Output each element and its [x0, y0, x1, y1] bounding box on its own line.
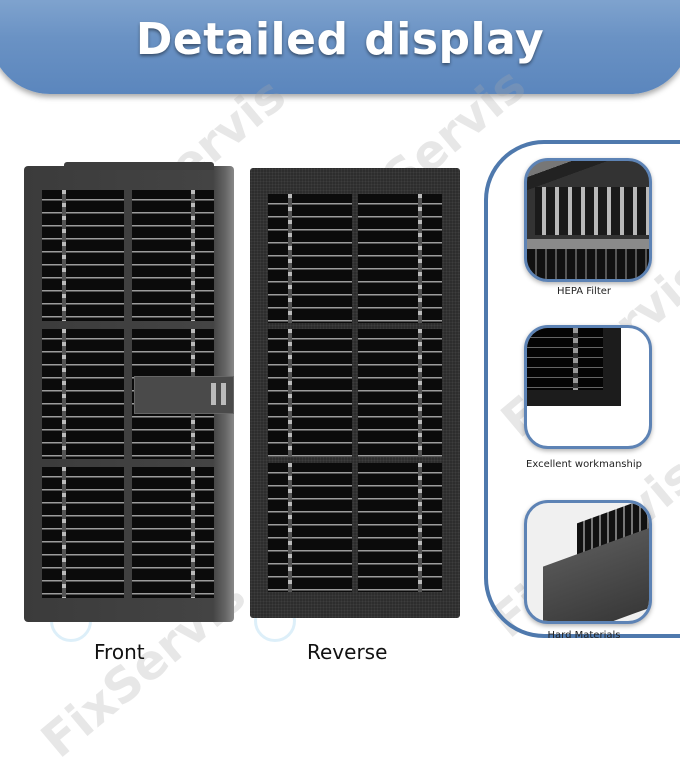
detail-label-workmanship: Excellent workmanship: [526, 459, 642, 470]
filter-cell: [268, 328, 352, 458]
filter-cell: [132, 467, 214, 598]
mesh-detail: [527, 328, 603, 390]
caption-front: Front: [94, 640, 145, 664]
filter-cell: [358, 328, 442, 458]
filter-cell: [358, 194, 442, 323]
filter-cell: [268, 463, 352, 592]
filter-latch: [134, 376, 234, 414]
filter-top-tab: [64, 162, 214, 170]
header-banner: [0, 0, 680, 94]
filter-front-image: [24, 162, 234, 622]
detail-label-hepa: HEPA Filter: [556, 286, 611, 297]
filter-mesh-grid: [268, 194, 442, 592]
filter-cell: [42, 328, 124, 460]
filter-reverse-image: [250, 168, 460, 618]
latch-grip-icon: [211, 383, 216, 405]
hepa-lower: [527, 249, 649, 279]
detail-image-hard-materials: [524, 500, 652, 624]
filter-cell: [42, 190, 124, 321]
latch-grip-icon: [221, 383, 226, 405]
detail-label-materials: Hard Materials: [547, 630, 621, 641]
filter-cell: [42, 467, 124, 598]
page-title: Detailed display: [135, 14, 545, 65]
filter-cell: [268, 194, 352, 323]
filter-cell: [358, 463, 442, 592]
hepa-fins: [535, 187, 649, 235]
filter-cell: [132, 190, 214, 321]
filter-mesh-grid: [42, 190, 214, 598]
detail-panel: [484, 140, 680, 638]
detail-image-workmanship: [524, 325, 652, 449]
caption-reverse: Reverse: [307, 640, 388, 664]
hepa-bar: [527, 239, 649, 249]
detail-image-hepa-filter: [524, 158, 652, 282]
